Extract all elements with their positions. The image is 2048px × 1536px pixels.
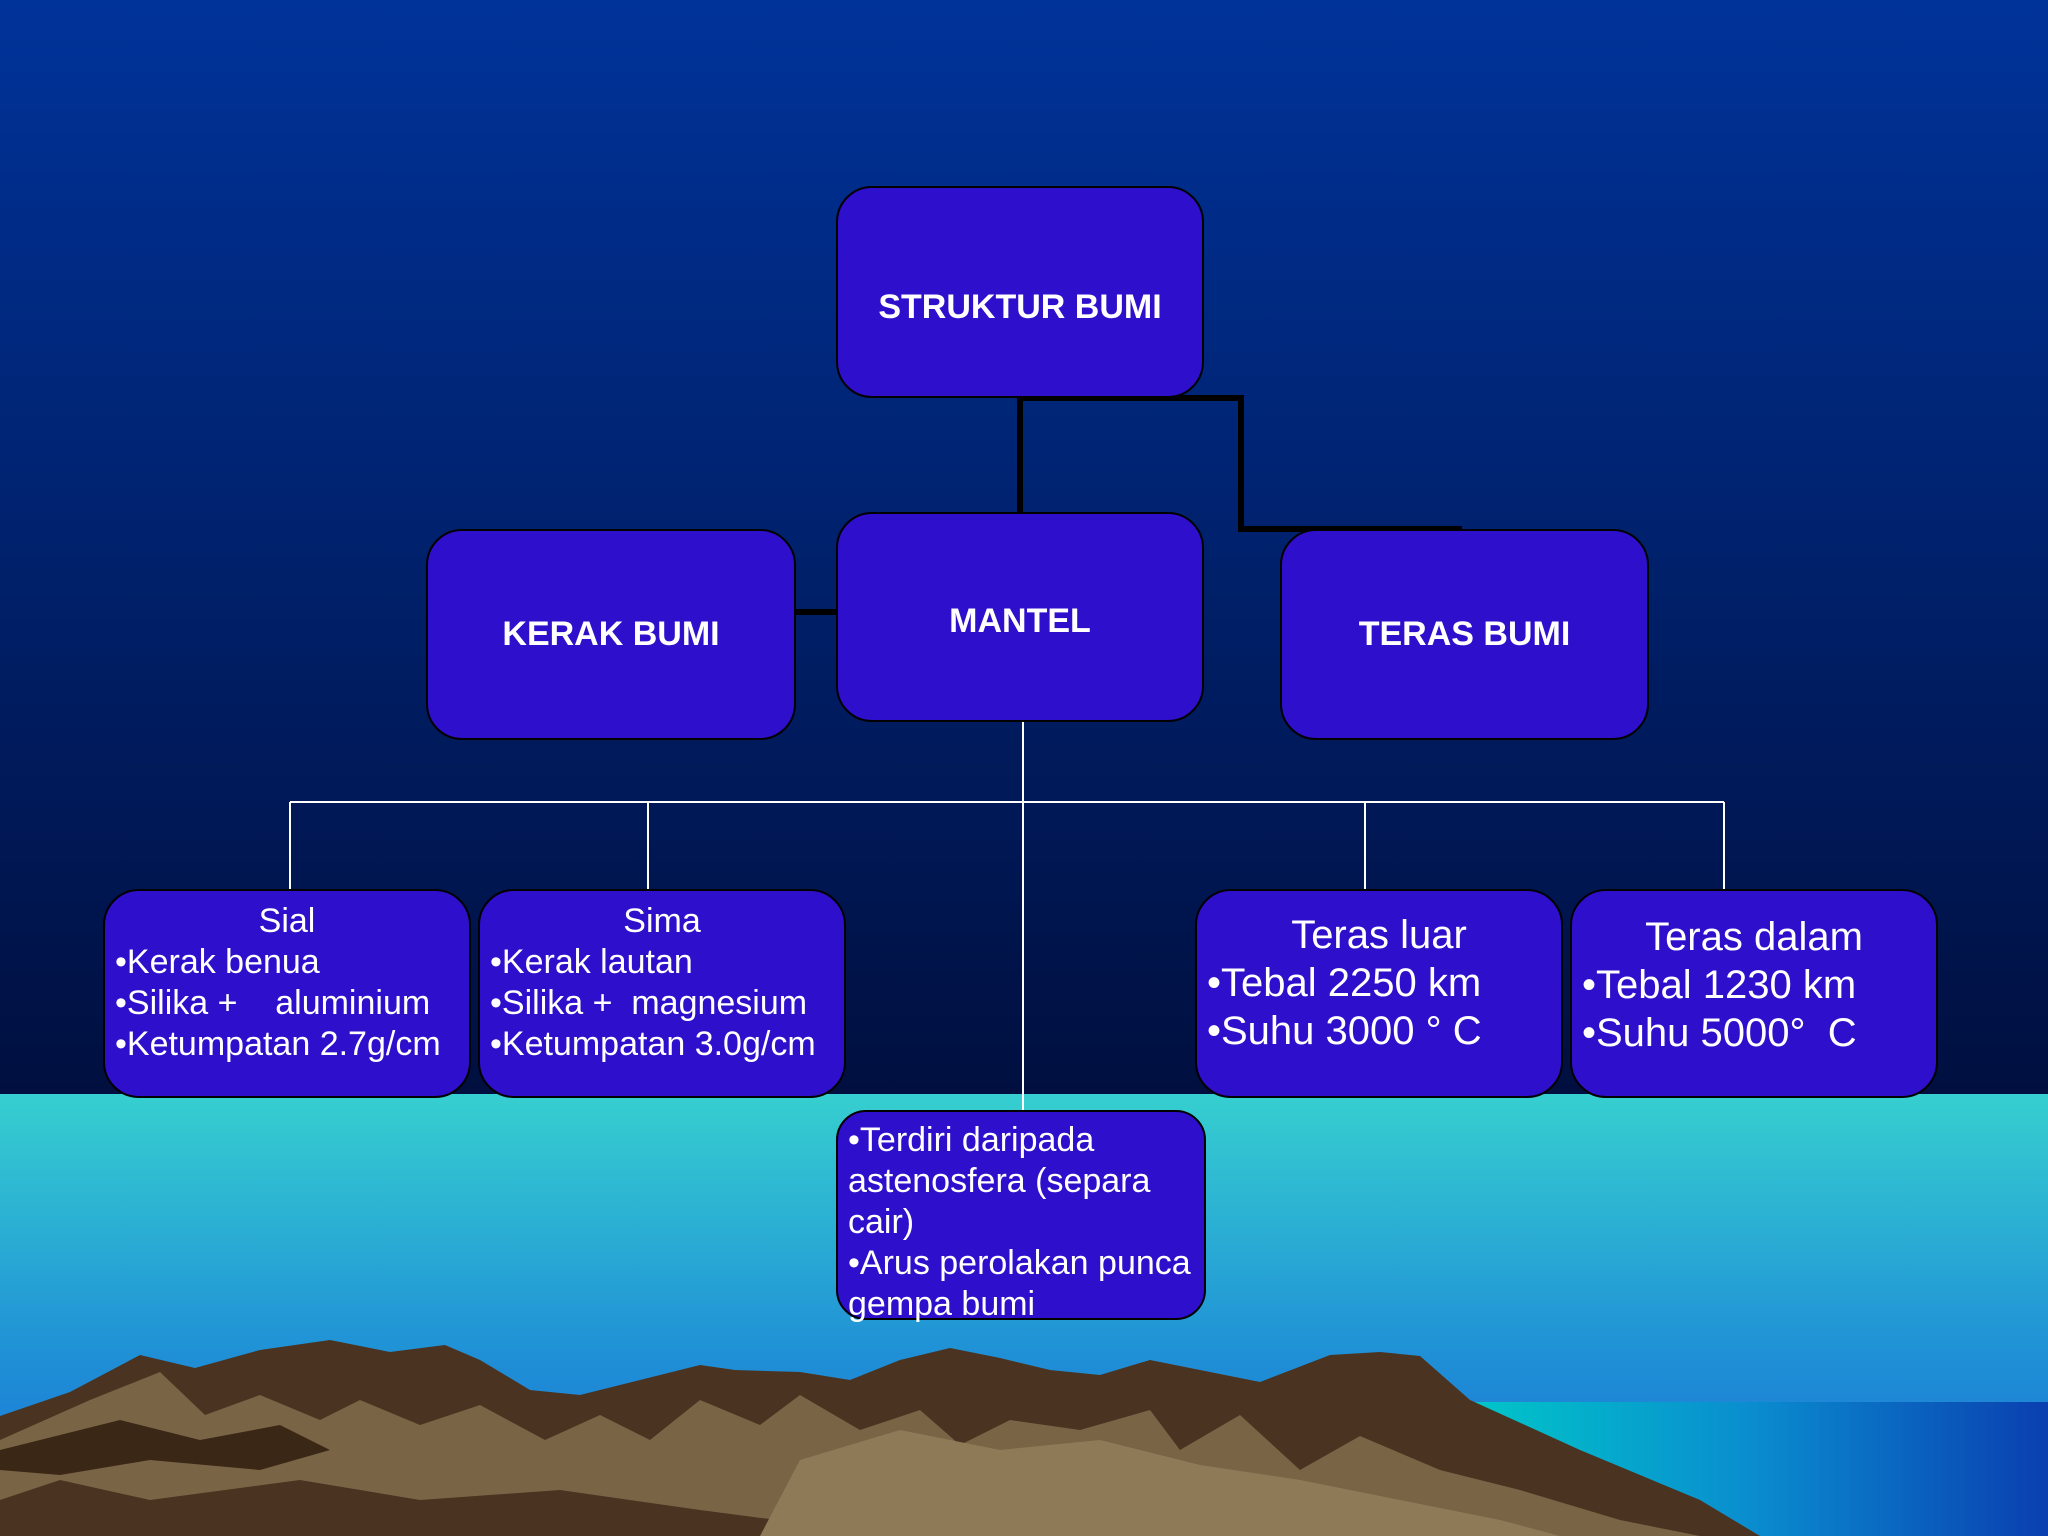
sima-item: •Ketumpatan 3.0g/cm xyxy=(490,1025,816,1063)
mantel-detail-item: •Arus perolakan punca xyxy=(848,1244,1191,1282)
sial-item: •Silika + aluminium xyxy=(115,984,431,1022)
node-mantel-label: MANTEL xyxy=(949,601,1091,640)
node-sial[interactable]: Sial •Kerak benua •Silika + aluminium •K… xyxy=(103,889,471,1098)
teras-luar-item: •Tebal 2250 km xyxy=(1207,961,1482,1005)
teras-dalam-item: •Tebal 1230 km xyxy=(1582,963,1857,1007)
node-teras-bumi-label: TERAS BUMI xyxy=(1358,615,1571,653)
node-struktur-bumi-label: STRUKTUR BUMI xyxy=(878,287,1162,326)
mountain-light xyxy=(760,1430,1560,1536)
teras-dalam-item: •Suhu 5000° C xyxy=(1582,1011,1857,1055)
mantel-detail-item: gempa bumi xyxy=(848,1285,1036,1323)
teras-luar-title: Teras luar xyxy=(1291,913,1467,957)
sial-title: Sial xyxy=(258,902,316,940)
sima-title: Sima xyxy=(623,902,701,940)
node-struktur-bumi[interactable]: STRUKTUR BUMI xyxy=(836,186,1204,398)
node-mantel-detail[interactable]: •Terdiri daripada astenosfera (separa ca… xyxy=(836,1110,1206,1323)
node-mantel[interactable]: MANTEL xyxy=(836,512,1204,722)
mantel-detail-item: cair) xyxy=(848,1203,915,1241)
sial-item: •Kerak benua xyxy=(115,943,320,981)
sima-item: •Silika + magnesium xyxy=(490,984,808,1022)
node-teras-dalam[interactable]: Teras dalam •Tebal 1230 km •Suhu 5000° C xyxy=(1570,889,1938,1098)
node-teras-bumi[interactable]: TERAS BUMI xyxy=(1280,529,1649,740)
node-teras-luar[interactable]: Teras luar •Tebal 2250 km •Suhu 3000 ° C xyxy=(1195,889,1563,1098)
teras-luar-item: •Suhu 3000 ° C xyxy=(1207,1009,1482,1053)
mountain-ridge xyxy=(0,1420,330,1475)
mantel-detail-item: astenosfera (separa xyxy=(848,1162,1151,1200)
node-sima[interactable]: Sima •Kerak lautan •Silika + magnesium •… xyxy=(478,889,846,1098)
node-kerak-bumi[interactable]: KERAK BUMI xyxy=(426,529,796,740)
teras-dalam-title: Teras dalam xyxy=(1645,915,1863,959)
sima-item: •Kerak lautan xyxy=(490,943,693,981)
mantel-detail-item: •Terdiri daripada xyxy=(848,1121,1095,1159)
sial-item: •Ketumpatan 2.7g/cm xyxy=(115,1025,441,1063)
node-kerak-bumi-label: KERAK BUMI xyxy=(502,615,720,653)
